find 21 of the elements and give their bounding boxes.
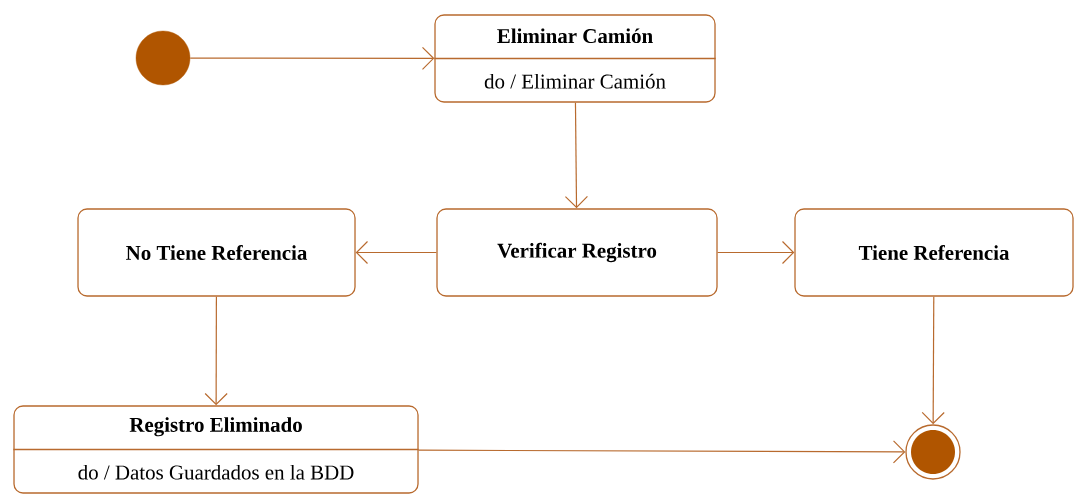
transition-arrow — [564, 102, 589, 209]
transition-arrow — [204, 296, 228, 406]
state-box — [433, 14, 717, 103]
state-name: Tiene Referencia — [858, 245, 1010, 260]
transition-arrow — [355, 240, 437, 265]
transition-arrow — [921, 296, 945, 425]
state-name: Registro Eliminado — [129, 417, 302, 437]
state-box — [794, 208, 1074, 297]
state-name: Verificar Registro — [497, 242, 657, 263]
initial-state — [135, 30, 191, 86]
state-activity: do / Eliminar Camión — [484, 73, 666, 89]
transition-arrow — [418, 440, 906, 464]
state-name: No Tiene Referencia — [126, 245, 308, 260]
state-box — [12, 405, 420, 494]
transition-arrow — [189, 46, 435, 70]
state-activity: do / Datos Guardados en la BDD — [78, 464, 354, 480]
state-box — [436, 208, 718, 297]
final-state — [905, 424, 961, 480]
state-name: Eliminar Camión — [497, 28, 653, 44]
transition-arrow — [717, 240, 795, 265]
state-box — [77, 208, 356, 297]
